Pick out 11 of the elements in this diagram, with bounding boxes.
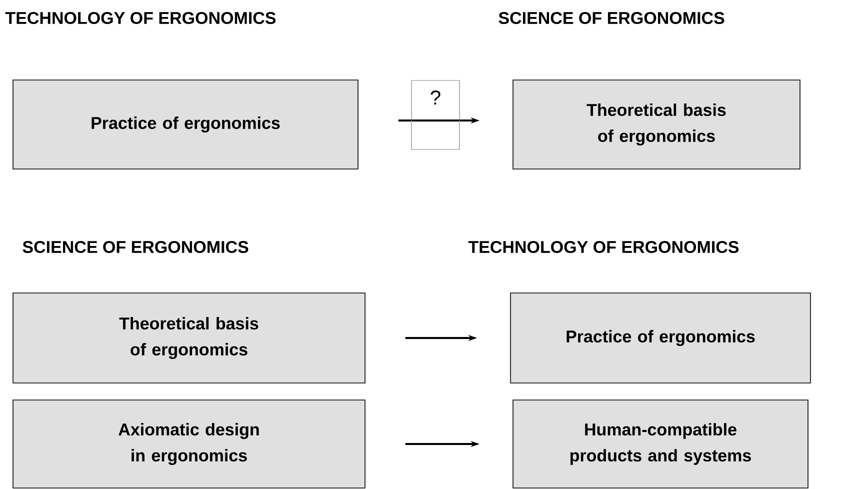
heading: SCIENCE OF ERGONOMICS (498, 12, 724, 24)
text-box: Practice of ergonomics (510, 292, 811, 384)
text-box: Human-compatible products and systems (512, 400, 808, 488)
text-box: Theoretical basis of ergonomics (12, 292, 366, 384)
text-box: Axiomatic design in ergonomics (12, 400, 366, 488)
text-box: Practice of ergonomics (12, 80, 358, 170)
text-box: Theoretical basis of ergonomics (512, 80, 800, 170)
heading: TECHNOLOGY OF ERGONOMICS (468, 240, 739, 254)
edge-label: ? (411, 80, 460, 150)
heading: SCIENCE OF ERGONOMICS (22, 240, 248, 254)
heading: TECHNOLOGY OF ERGONOMICS (5, 12, 276, 24)
